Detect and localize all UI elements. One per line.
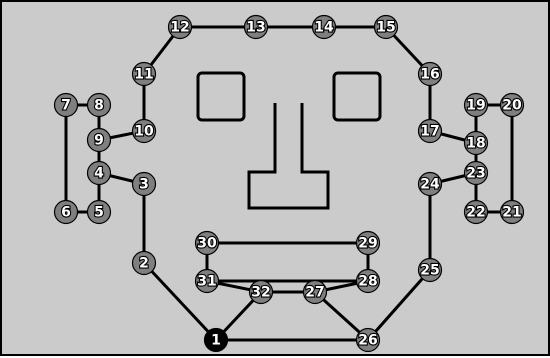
node-3-circle[interactable] [131,171,157,197]
node-29[interactable]: 29 [355,230,381,256]
node-1[interactable]: 1 [203,327,229,353]
node-30[interactable]: 30 [194,230,220,256]
node-10[interactable]: 10 [131,118,157,144]
node-24-circle[interactable] [417,171,443,197]
node-23[interactable]: 23 [463,160,489,186]
node-23-circle[interactable] [463,160,489,186]
node-6-circle[interactable] [53,199,79,225]
left-eye-shape [196,71,246,122]
node-27[interactable]: 27 [302,279,328,305]
node-5[interactable]: 5 [86,199,112,225]
node-1-circle[interactable] [203,327,229,353]
node-18[interactable]: 18 [463,130,489,156]
node-3[interactable]: 3 [131,171,157,197]
node-10-circle[interactable] [131,118,157,144]
node-30-circle[interactable] [194,230,220,256]
node-18-circle[interactable] [463,130,489,156]
node-12-circle[interactable] [167,14,193,40]
node-8-circle[interactable] [86,92,112,118]
node-14[interactable]: 14 [311,14,337,40]
node-9-circle[interactable] [86,127,112,153]
edge-25-26 [366,268,432,342]
nose-shape [247,103,330,210]
node-13-circle[interactable] [243,14,269,40]
node-12[interactable]: 12 [167,14,193,40]
node-13[interactable]: 13 [243,14,269,40]
node-9[interactable]: 9 [86,127,112,153]
node-24[interactable]: 24 [417,171,443,197]
node-2[interactable]: 2 [131,250,157,276]
node-22-circle[interactable] [463,199,489,225]
node-15[interactable]: 15 [373,14,399,40]
node-32-circle[interactable] [248,279,274,305]
node-19-circle[interactable] [463,92,489,118]
node-21[interactable]: 21 [499,199,525,225]
node-6[interactable]: 6 [53,199,79,225]
node-31-circle[interactable] [194,268,220,294]
node-17[interactable]: 17 [417,118,443,144]
node-16[interactable]: 16 [417,61,443,87]
node-4[interactable]: 4 [86,160,112,186]
node-11-circle[interactable] [131,61,157,87]
node-26[interactable]: 26 [355,327,381,353]
node-25-circle[interactable] [417,257,443,283]
node-29-circle[interactable] [355,230,381,256]
node-25[interactable]: 25 [417,257,443,283]
node-7[interactable]: 7 [53,92,79,118]
edge-1-2 [142,261,218,342]
node-17-circle[interactable] [417,118,443,144]
node-14-circle[interactable] [311,14,337,40]
node-27-circle[interactable] [302,279,328,305]
node-22[interactable]: 22 [463,199,489,225]
node-19[interactable]: 19 [463,92,489,118]
node-7-circle[interactable] [53,92,79,118]
node-28[interactable]: 28 [355,268,381,294]
node-16-circle[interactable] [417,61,443,87]
node-4-circle[interactable] [86,160,112,186]
node-31[interactable]: 31 [194,268,220,294]
node-5-circle[interactable] [86,199,112,225]
right-eye-shape [332,71,382,122]
node-2-circle[interactable] [131,250,157,276]
node-11[interactable]: 11 [131,61,157,87]
node-32[interactable]: 32 [248,279,274,305]
node-26-circle[interactable] [355,327,381,353]
node-21-circle[interactable] [499,199,525,225]
node-28-circle[interactable] [355,268,381,294]
node-15-circle[interactable] [373,14,399,40]
node-8[interactable]: 8 [86,92,112,118]
node-20[interactable]: 20 [499,92,525,118]
node-20-circle[interactable] [499,92,525,118]
